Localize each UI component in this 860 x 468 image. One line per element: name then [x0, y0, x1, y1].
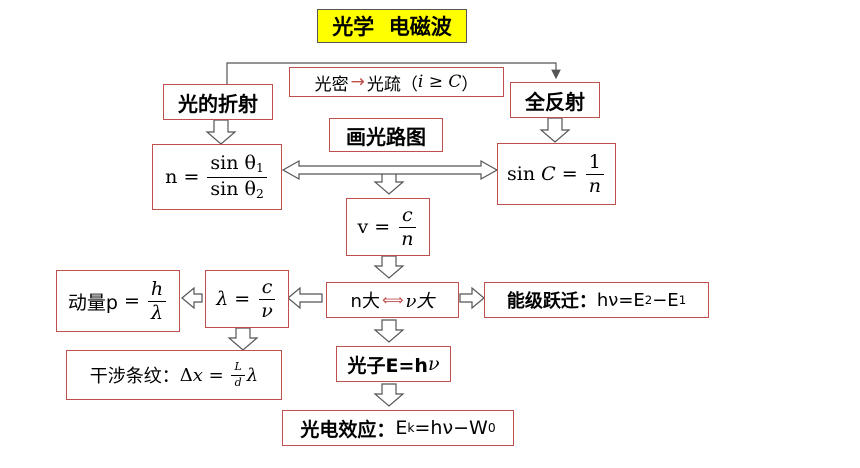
- condition-i: i: [417, 72, 424, 92]
- sinC-lhs: sin: [507, 163, 542, 185]
- photoelectric-zero: 0: [487, 421, 496, 435]
- n-formula-den: sin θ2: [207, 178, 266, 202]
- sinC-formula-box: sin C = 1 n: [497, 143, 616, 205]
- arrow-refraction-down: [205, 119, 237, 145]
- n-formula-den-text: sin θ: [210, 177, 256, 200]
- v-eq: =: [368, 216, 397, 238]
- total-reflection-box: 全反射: [510, 82, 600, 118]
- momentum-eq: =: [117, 290, 146, 312]
- arrow-to-momentum: [181, 286, 203, 310]
- n-formula-den-sub: 2: [255, 186, 264, 201]
- lambda-eq: =: [228, 288, 257, 310]
- total-reflection-label: 全反射: [525, 89, 585, 114]
- momentum-label: 动量p: [67, 291, 118, 314]
- n-formula-eq: =: [177, 166, 206, 188]
- interference-fraction: L d: [231, 361, 245, 389]
- arrow-to-nnu: [373, 255, 405, 279]
- momentum-fraction: h λ: [147, 278, 167, 324]
- page-title: 光学 电磁波: [317, 9, 467, 43]
- energy-level-sub2: 2: [644, 293, 653, 307]
- branch-connector: [226, 62, 561, 84]
- condition-suffix: 光疏（: [366, 74, 418, 95]
- v-fraction: c n: [398, 204, 416, 250]
- photoelectric-E: E: [395, 417, 408, 439]
- interference-eq: =: [202, 364, 230, 386]
- n-nu-box: n大 ⟺ ν大: [326, 282, 459, 318]
- lambda-formula-box: λ = c ν: [205, 270, 289, 328]
- n-big: n大: [350, 291, 380, 312]
- v-formula-box: v = c n: [346, 198, 430, 256]
- arrow-to-photon: [373, 319, 405, 343]
- sinC-C: C: [541, 163, 556, 185]
- energy-level-minus: −E: [652, 289, 679, 311]
- v-den: n: [401, 227, 414, 250]
- sinC-eq: =: [555, 163, 584, 185]
- arrow-to-lambda: [287, 286, 323, 310]
- momentum-box: 动量p = h λ: [56, 270, 180, 332]
- interference-delta: Δ: [179, 364, 193, 386]
- energy-level-formula: hν=E: [596, 289, 645, 311]
- arrow-total-down: [539, 117, 571, 143]
- n-formula-box: n = sin θ1 sin θ2: [152, 144, 282, 210]
- interference-lambda: λ: [246, 364, 259, 386]
- n-formula-num: sin θ1: [207, 151, 267, 178]
- interference-label: 干涉条纹：: [89, 366, 180, 387]
- energy-level-label: 能级跃迁：: [506, 291, 597, 312]
- sinC-num: 1: [585, 151, 604, 175]
- n-nu-arrow: ⟺: [381, 291, 404, 309]
- arrow-to-v: [373, 171, 405, 195]
- photoelectric-eq: =hν−W: [414, 417, 488, 439]
- refraction-label: 光的折射: [178, 91, 258, 116]
- condition-close: ）: [461, 74, 479, 95]
- photoelectric-k: k: [407, 421, 415, 435]
- n-formula-num-sub: 1: [255, 160, 264, 175]
- momentum-num: h: [147, 278, 167, 302]
- n-formula-lhs: n: [165, 166, 178, 188]
- interference-x: x: [192, 364, 203, 386]
- sinC-den: n: [588, 174, 601, 197]
- photoelectric-label: 光电效应：: [300, 418, 396, 441]
- lambda-num: c: [258, 276, 276, 300]
- condition-ge: ≥: [423, 72, 449, 92]
- energy-level-sub1: 1: [678, 293, 687, 307]
- condition-box: 光密 → 光疏（ i ≥ C ）: [289, 67, 504, 97]
- arrow-to-energy: [459, 286, 485, 310]
- lambda-lhs: λ: [216, 288, 229, 310]
- refraction-box: 光的折射: [163, 84, 273, 120]
- lambda-den: ν: [261, 299, 273, 322]
- lambda-fraction: c ν: [258, 276, 276, 322]
- v-num: c: [399, 204, 416, 228]
- n-formula-num-text: sin θ: [210, 151, 256, 174]
- condition-prefix: 光密: [314, 74, 349, 95]
- n-formula-fraction: sin θ1 sin θ2: [207, 151, 267, 202]
- photon-nu: ν: [427, 353, 440, 375]
- arrow-to-photoelectric: [373, 383, 405, 407]
- sinC-fraction: 1 n: [585, 151, 604, 197]
- interference-den: d: [234, 375, 242, 389]
- light-path-box: 画光路图: [329, 118, 443, 152]
- interference-num: L: [231, 361, 245, 376]
- condition-c: C: [448, 72, 462, 92]
- page-title-text: 光学 电磁波: [332, 15, 452, 39]
- nu-big: ν大: [405, 291, 435, 312]
- photon-label: 光子E=h: [347, 354, 428, 377]
- condition-arrow: →: [350, 72, 365, 92]
- v-lhs: v: [357, 216, 369, 238]
- arrow-lambda-down: [227, 327, 259, 351]
- light-path-label: 画光路图: [346, 124, 426, 149]
- momentum-den: λ: [151, 301, 164, 324]
